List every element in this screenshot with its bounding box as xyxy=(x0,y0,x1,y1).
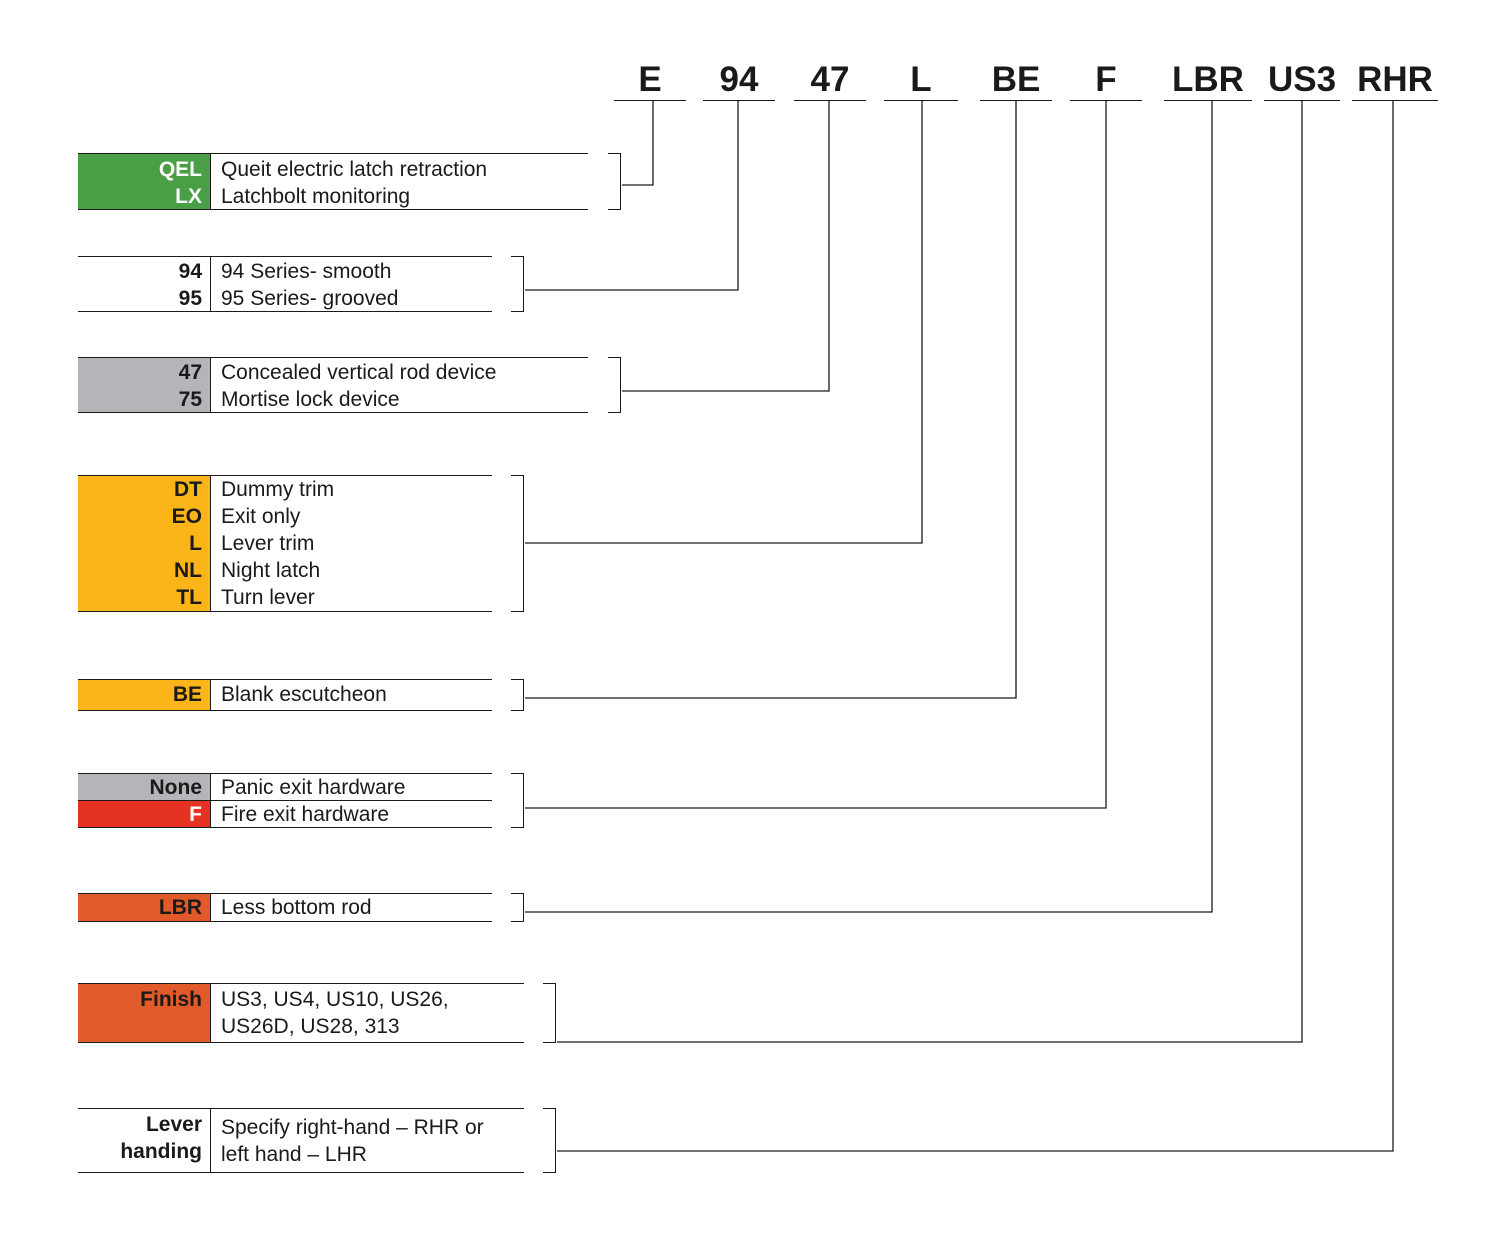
code-column xyxy=(78,983,210,1043)
code-segment-us3: US3 xyxy=(1264,60,1340,101)
option-code: Finish xyxy=(140,988,202,1011)
option-code: 95 xyxy=(178,287,202,310)
code-column xyxy=(78,893,210,922)
option-description: Fire exit hardware xyxy=(221,803,390,826)
option-code: BE xyxy=(172,683,202,706)
code-column xyxy=(78,475,210,612)
code-segment-l: L xyxy=(884,60,958,101)
connector-e xyxy=(622,101,654,186)
connector-l xyxy=(525,101,923,544)
code-column xyxy=(78,357,210,413)
group-bracket xyxy=(543,1108,556,1173)
option-group-device: 47 75 Concealed vertical rod device Mort… xyxy=(78,357,588,413)
option-description: Specify right-hand – RHR or xyxy=(221,1116,484,1139)
option-group-electric: QEL LX Queit electric latch retraction L… xyxy=(78,153,588,210)
option-code: 47 xyxy=(178,361,202,384)
option-description: Exit only xyxy=(221,505,301,528)
option-description: Concealed vertical rod device xyxy=(221,361,497,384)
option-code: EO xyxy=(171,505,202,528)
group-bracket xyxy=(608,153,621,210)
option-code: handing xyxy=(120,1140,202,1163)
group-bracket xyxy=(511,256,524,312)
option-code: 94 xyxy=(178,260,202,283)
option-description: Dummy trim xyxy=(221,478,335,501)
group-bracket xyxy=(543,983,556,1043)
option-description: US3, US4, US10, US26, xyxy=(221,988,449,1011)
code-segment-94: 94 xyxy=(703,60,775,101)
code-segment-rhr: RHR xyxy=(1352,60,1438,101)
option-code: 75 xyxy=(178,388,202,411)
option-code: L xyxy=(189,532,202,555)
code-segment-f: F xyxy=(1070,60,1142,101)
option-group-trim: DT EO L NL TL Dummy trim Exit only Lever… xyxy=(78,475,492,612)
option-code: DT xyxy=(174,478,202,501)
option-group-finish: Finish US3, US4, US10, US26, US26D, US28… xyxy=(78,983,524,1043)
option-description: Turn lever xyxy=(221,586,315,609)
option-code: None xyxy=(149,776,203,799)
option-code: F xyxy=(189,803,202,826)
option-description: Less bottom rod xyxy=(221,896,372,919)
option-description: US26D, US28, 313 xyxy=(221,1015,400,1038)
code-segment-be: BE xyxy=(980,60,1052,101)
option-description: Lever trim xyxy=(221,532,315,555)
code-column xyxy=(78,679,210,711)
code-segment-lbr: LBR xyxy=(1164,60,1252,101)
option-description: Latchbolt monitoring xyxy=(221,185,411,208)
connector-lbr xyxy=(525,101,1213,913)
option-code: NL xyxy=(174,559,202,582)
option-code xyxy=(78,1013,202,1040)
group-bracket xyxy=(511,893,524,922)
group-bracket xyxy=(608,357,621,413)
group-bracket xyxy=(511,773,524,828)
code-column xyxy=(78,153,210,210)
connector-rhr xyxy=(557,101,1394,1152)
option-group-escutcheon: BE Blank escutcheon xyxy=(78,679,492,711)
option-code: Lever xyxy=(145,1113,202,1136)
connector-94 xyxy=(525,101,739,291)
group-bracket xyxy=(511,475,524,612)
option-description: Blank escutcheon xyxy=(221,683,387,706)
code-segment-47: 47 xyxy=(794,60,866,101)
option-description: Panic exit hardware xyxy=(221,776,406,799)
option-description: Mortise lock device xyxy=(221,388,400,411)
option-group-rod: LBR Less bottom rod xyxy=(78,893,492,922)
connector-be xyxy=(525,101,1017,699)
code-column xyxy=(78,773,210,801)
connector-f xyxy=(525,101,1107,809)
code-segment-e: E xyxy=(614,60,686,101)
option-description: Queit electric latch retraction xyxy=(221,158,488,181)
option-description: left hand – LHR xyxy=(221,1143,367,1166)
option-code: LBR xyxy=(158,896,202,919)
option-code: TL xyxy=(176,586,202,609)
connector-47 xyxy=(622,101,830,392)
code-column-fire xyxy=(78,801,210,828)
option-code: LX xyxy=(175,185,202,208)
option-group-hardware: None F Panic exit hardware Fire exit har… xyxy=(78,773,492,828)
option-description: 95 Series- grooved xyxy=(221,287,399,310)
connector-us3 xyxy=(557,101,1303,1043)
group-bracket xyxy=(511,679,524,711)
option-group-handing: Lever handing Specify right-hand – RHR o… xyxy=(78,1108,524,1173)
option-description: Night latch xyxy=(221,559,321,582)
option-code: QEL xyxy=(158,158,202,181)
option-description: 94 Series- smooth xyxy=(221,260,392,283)
option-group-series: 94 95 94 Series- smooth 95 Series- groov… xyxy=(78,256,492,312)
